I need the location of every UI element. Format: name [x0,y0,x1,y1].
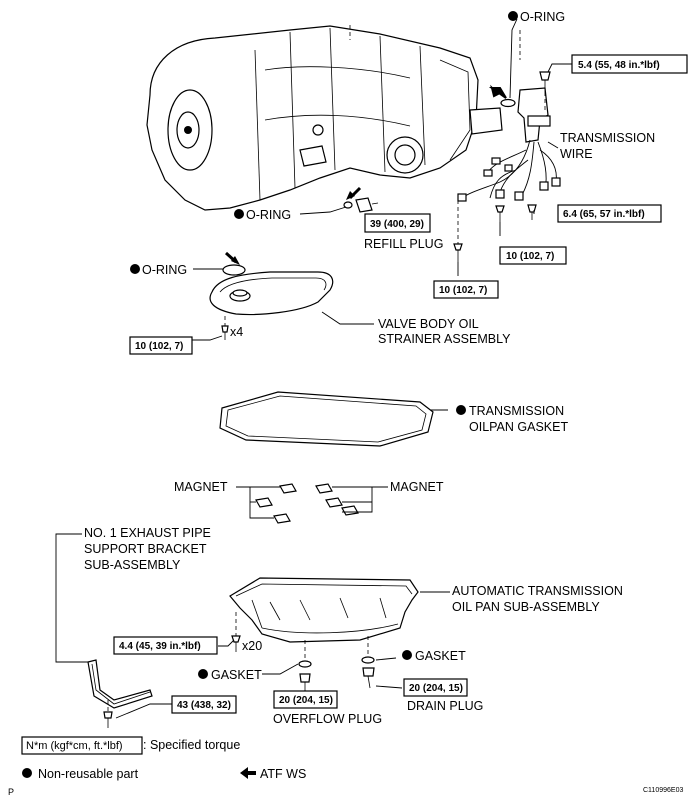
footer-left: P [8,787,14,797]
label-oring-left: O-RING [142,263,187,277]
label-refill-plug: REFILL PLUG [364,237,443,251]
torque-boxes: 5.4 (55, 48 in.*lbf) 6.4 (65, 57 in.*lbf… [113,54,688,714]
nonreusable-dot-icon [234,209,244,219]
arrow-icon [346,191,355,200]
footer-code: C110996E03 [643,787,683,794]
transmission-wire-harness [453,71,561,262]
torque-wire-bolt-1: 10 (102, 7) [506,251,554,262]
nonreusable-dot-icon [130,264,140,274]
valve-body-oil-strainer [209,264,334,340]
torque-top: 5.4 (55, 48 in.*lbf) [578,60,660,71]
oilpan-gasket [219,391,434,447]
label-overflow-plug: OVERFLOW PLUG [273,712,382,726]
arrow-icon [488,84,507,99]
label-bracket-3: SUB-ASSEMBLY [84,558,181,572]
leader-lines [55,18,572,719]
legend-atf: ATF WS [260,767,306,781]
label-transmission-wire-2: WIRE [560,147,593,161]
label-oring-mid: O-RING [246,208,291,222]
label-qty-x4: x4 [230,325,243,339]
exhaust-pipe-support-bracket [87,659,153,728]
label-magnet-left: MAGNET [174,480,228,494]
torque-wire-bolt-2: 10 (102, 7) [439,285,487,296]
nonreusable-dot-icon [402,650,412,660]
part-labels: O-RING TRANSMISSION WIRE O-RING REFILL P… [84,10,655,726]
torque-strainer: 10 (102, 7) [135,341,183,352]
label-strainer-2: STRAINER ASSEMBLY [378,332,511,346]
nonreusable-dot-icon [198,669,208,679]
refill-plug-parts [343,197,379,213]
label-gasket-left: GASKET [211,668,262,682]
transmission-housing [146,25,521,211]
label-magnet-right: MAGNET [390,480,444,494]
label-qty-x20: x20 [242,639,262,653]
non-reusable-markers [22,11,518,778]
atf-arrows [224,84,507,265]
label-oilpan-1: AUTOMATIC TRANSMISSION [452,584,623,598]
nonreusable-dot-icon [456,405,466,415]
torque-overflow: 20 (204, 15) [279,695,333,706]
torque-wire: 6.4 (65, 57 in.*lbf) [563,209,645,220]
magnets [255,483,359,524]
label-drain-plug: DRAIN PLUG [407,699,483,713]
torque-drain: 20 (204, 15) [409,683,463,694]
torque-refill: 39 (400, 29) [370,219,424,230]
torque-oilpan: 4.4 (45, 39 in.*lbf) [119,641,201,652]
legend-torque-unit: N*m (kgf*cm, ft.*lbf) [26,740,123,752]
legend-torque-desc: : Specified torque [143,738,240,752]
label-gasket-right: GASKET [415,649,466,663]
nonreusable-dot-icon [508,11,518,21]
legend-nonreusable: Non-reusable part [38,767,139,781]
label-oilpan-2: OIL PAN SUB-ASSEMBLY [452,600,600,614]
label-gasket-pan-2: OILPAN GASKET [469,420,568,434]
nonreusable-dot-icon [22,768,32,778]
label-oring-top: O-RING [520,10,565,24]
label-gasket-pan-1: TRANSMISSION [469,404,564,418]
legend: N*m (kgf*cm, ft.*lbf) : Specified torque… [8,736,683,797]
label-bracket-1: NO. 1 EXHAUST PIPE [84,526,211,540]
arrow-icon [231,256,240,265]
label-bracket-2: SUPPORT BRACKET [84,542,207,556]
torque-bracket: 43 (438, 32) [177,700,231,711]
atf-arrow-icon [240,767,256,779]
automatic-transmission-oil-pan [229,577,419,690]
label-transmission-wire-1: TRANSMISSION [560,131,655,145]
label-strainer-1: VALVE BODY OIL [378,317,479,331]
